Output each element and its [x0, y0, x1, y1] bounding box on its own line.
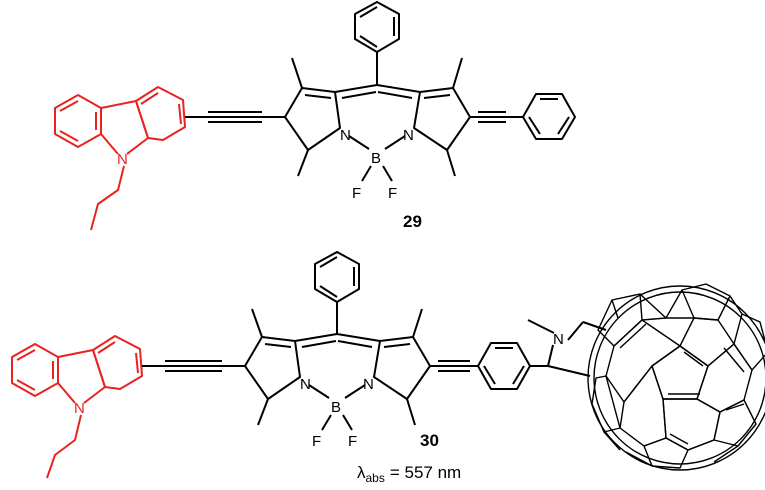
nitrogen-pyrrolidine-30: N — [553, 331, 564, 348]
molecule-30: N — [11, 251, 765, 485]
carbazole-group-30 — [11, 335, 143, 479]
bodipy-skeleton-29 — [185, 1, 576, 182]
absorption-maximum: λabs = 557 nm — [357, 463, 461, 485]
compound-label-30-visible: 30 — [420, 431, 439, 450]
fluorine-right-30: F — [348, 433, 357, 450]
nitrogen-left-29: N — [340, 127, 351, 144]
molecule-29: N — [54, 1, 576, 231]
carbazole-nitrogen-30: N — [74, 400, 85, 417]
boron-29: B — [371, 150, 381, 167]
bodipy-skeleton-30 — [142, 251, 607, 431]
lambda-value: = 557 nm — [390, 463, 461, 482]
boron-30: B — [331, 399, 341, 416]
nitrogen-left-30: N — [300, 376, 311, 393]
carbazole-group-29 — [54, 86, 186, 231]
lambda-symbol: λ — [357, 463, 366, 482]
fluorine-left-29: F — [352, 185, 361, 202]
nitrogen-right-30: N — [363, 376, 374, 393]
lambda-subscript: abs — [366, 471, 385, 485]
fluorine-left-30: F — [312, 433, 321, 450]
fluorine-right-29: F — [388, 185, 397, 202]
fullerene-c60-cage — [587, 283, 765, 471]
nitrogen-right-29: N — [403, 127, 414, 144]
carbazole-nitrogen-29: N — [117, 151, 128, 168]
compound-label-29: 29 — [403, 212, 422, 231]
